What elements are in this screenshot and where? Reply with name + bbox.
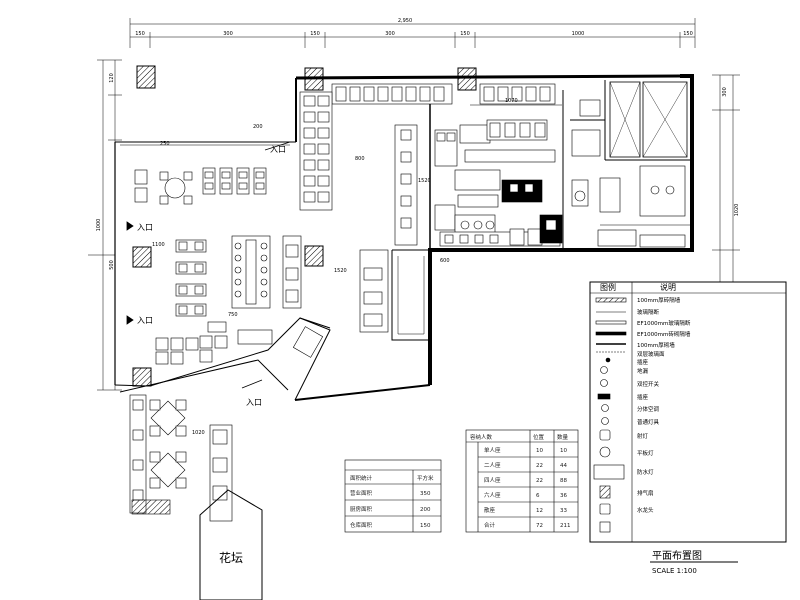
dimension-top-seg-7: 150 xyxy=(683,31,693,37)
area-table-header-2: 平方米 xyxy=(417,474,434,482)
misc-dimension: 1020 xyxy=(192,430,205,436)
legend-item: 插座 xyxy=(637,358,649,366)
legend-item: 排气扇 xyxy=(637,489,654,497)
area-table xyxy=(344,459,442,533)
misc-dimension: 800 xyxy=(355,156,365,162)
flower-bed xyxy=(199,489,263,600)
dimension-left-seg-1: 120 xyxy=(109,73,115,83)
misc-dimension: 1520 xyxy=(418,178,431,184)
seat-table-cell: 36 xyxy=(560,493,567,499)
legend-item: 玻璃隔断 xyxy=(637,308,660,316)
area-table-cell: 150 xyxy=(420,523,431,529)
plan-title: 平面布置图 xyxy=(652,550,702,562)
legend-item: 普通灯具 xyxy=(637,418,660,426)
seat-table-header-3: 数量 xyxy=(557,433,569,441)
area-table-cell: 仓库面积 xyxy=(350,521,373,529)
misc-dimensions: 200 250 1100 800 1520 1520 1020 1070 600… xyxy=(152,98,518,436)
area-table-cell: 厨房面积 xyxy=(350,505,373,513)
legend-item: 水龙头 xyxy=(637,506,654,514)
legend-header-symbol: 图例 xyxy=(600,282,616,292)
legend-item: 插座 xyxy=(637,393,649,401)
legend-symbols xyxy=(593,297,627,533)
seat-table-cell: 六人座 xyxy=(484,491,501,499)
legend-item: EF1000mm玻璃隔断 xyxy=(637,319,691,327)
misc-dimension: 1520 xyxy=(334,268,347,274)
legend-item: 平板灯 xyxy=(637,449,654,457)
misc-dimension: 750 xyxy=(228,312,238,318)
dimension-top-seg-6: 1000 xyxy=(572,31,585,37)
plan-scale: SCALE 1:100 xyxy=(652,567,697,575)
seat-table-cell: 211 xyxy=(560,523,571,529)
seat-table-cell: 合计 xyxy=(484,521,496,529)
dimension-top-seg-4: 300 xyxy=(385,31,395,37)
legend-box xyxy=(589,281,787,543)
entrance-label-top: 入口 xyxy=(270,145,286,154)
seat-table-cell: 二人座 xyxy=(484,461,501,469)
booth-seating-top xyxy=(331,83,556,105)
area-table-cell: 200 xyxy=(420,507,431,513)
seat-table-cell: 散座 xyxy=(484,506,496,514)
seat-table-cell: 10 xyxy=(536,448,543,454)
dimension-left-seg-2: 500 xyxy=(109,260,115,270)
misc-dimension: 1070 xyxy=(505,98,518,104)
seat-table-cell: 12 xyxy=(536,508,543,514)
dimension-top-seg-5: 150 xyxy=(460,31,470,37)
booth-seating-left xyxy=(299,91,333,211)
seat-table-cell: 88 xyxy=(560,478,567,484)
seat-table-header-1: 容纳人数 xyxy=(470,433,493,441)
seat-table-cell: 44 xyxy=(560,463,567,469)
entrance-label-bottom: 入口 xyxy=(246,398,262,407)
dining-tables-left xyxy=(134,167,324,365)
legend-item: 射灯 xyxy=(637,432,649,440)
seat-table-cell: 33 xyxy=(560,508,567,514)
legend-item: EF1000mm砖砌隔墙 xyxy=(637,330,691,338)
dimension-top-seg-1: 150 xyxy=(135,31,145,37)
top-dimension-line xyxy=(129,18,696,48)
legend-item: 双层玻璃面 xyxy=(637,350,665,358)
area-table-header-1: 面积统计 xyxy=(350,474,373,482)
dimension-top-total: 2,950 xyxy=(398,18,412,24)
legend-items: 100mm厚砖隔墙 玻璃隔断 EF1000mm玻璃隔断 EF1000mm砖砌隔墙… xyxy=(637,296,691,514)
area-table-cell: 350 xyxy=(420,491,431,497)
left-dimension-line xyxy=(88,59,122,391)
seat-table-cell: 四人座 xyxy=(484,476,501,484)
misc-dimension: 200 xyxy=(253,124,263,130)
terrace-tables xyxy=(129,394,233,522)
flower-bed-label: 花坛 xyxy=(219,550,243,565)
entrance-markers xyxy=(126,141,291,389)
dimension-top-seg-3: 150 xyxy=(310,31,320,37)
area-table-rows: 营业面积 350 厨房面积 200 仓库面积 150 xyxy=(350,489,431,529)
seat-table-cell: 10 xyxy=(560,448,567,454)
dimension-right-total: 1020 xyxy=(734,204,740,217)
seat-table-cell: 6 xyxy=(536,493,540,499)
misc-dimension: 1100 xyxy=(152,242,165,248)
walls xyxy=(114,74,694,401)
entrance-label-left-1: 入口 xyxy=(137,223,153,232)
seat-count-table xyxy=(465,429,579,533)
legend-item: 分体空调 xyxy=(637,405,660,413)
misc-dimension: 250 xyxy=(160,141,170,147)
dimension-top-seg-2: 300 xyxy=(223,31,233,37)
seat-table-rows: 单人座 10 10 二人座 22 44 四人座 22 88 六人座 6 36 散… xyxy=(484,446,571,529)
seat-table-cell: 22 xyxy=(536,478,543,484)
legend-item: 防水灯 xyxy=(637,468,654,476)
seat-table-cell: 22 xyxy=(536,463,543,469)
dimension-right-seg-1: 300 xyxy=(722,87,728,97)
legend-header-desc: 说明 xyxy=(660,282,676,292)
legend-item: 100mm厚砖隔墙 xyxy=(637,296,681,304)
misc-dimension: 600 xyxy=(440,258,450,264)
legend-item: 100mm厚砌墙 xyxy=(637,341,675,349)
entrance-label-left-2: 入口 xyxy=(137,316,153,325)
kitchen-equipment xyxy=(434,99,686,248)
service-counter xyxy=(359,124,418,333)
seat-table-cell: 单人座 xyxy=(484,446,501,454)
legend-item: 双控开关 xyxy=(637,380,660,388)
seat-table-header-2: 位置 xyxy=(533,433,545,441)
seat-table-cell: 72 xyxy=(536,523,543,529)
legend-item: 地漏 xyxy=(637,367,649,375)
area-table-cell: 营业面积 xyxy=(350,489,373,497)
dimension-left-total: 1000 xyxy=(96,219,102,232)
